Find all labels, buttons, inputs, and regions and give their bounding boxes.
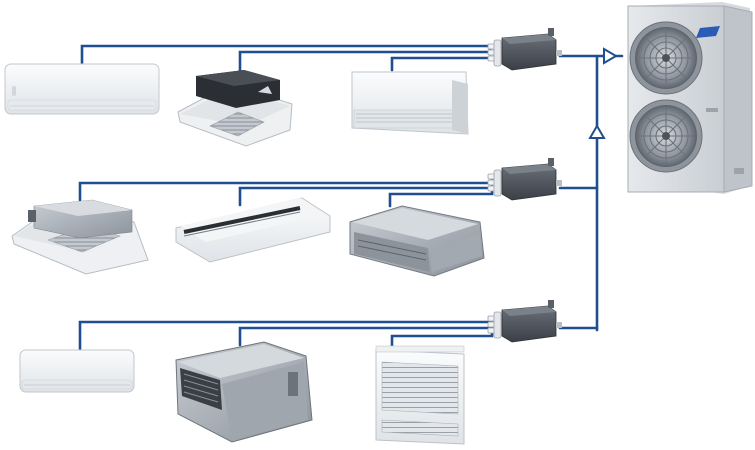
indoor-unit-ducted-slim	[349, 205, 485, 277]
pipe-row1-unit1	[80, 44, 492, 65]
indoor-unit-ducted-concealed	[175, 341, 313, 443]
flow-arrows	[588, 47, 618, 139]
indoor-unit-ceiling-suspended	[351, 71, 469, 135]
fan-icon	[629, 99, 703, 173]
pipe-row2-unit1	[78, 178, 494, 202]
branch-box-2	[487, 158, 562, 201]
branch-box-1	[487, 28, 562, 71]
pipe-row3-unit3	[390, 330, 494, 350]
indoor-unit-wall-mounted	[19, 349, 135, 393]
arrow-right-icon	[603, 47, 618, 65]
pipe-row2-unit2	[238, 184, 494, 207]
branch-box-3	[487, 300, 562, 343]
fan-icon	[629, 21, 703, 95]
indoor-unit-ceiling-cassette	[11, 199, 149, 275]
pipe-row1-unit3	[390, 56, 492, 72]
arrow-up-icon	[588, 124, 606, 139]
outdoor-unit-side	[723, 5, 753, 193]
refrigerant-piping	[78, 44, 624, 352]
pipe-row3-unit1	[78, 316, 494, 352]
brand-mark-icon	[696, 26, 720, 38]
indoor-unit-wall-mounted	[4, 63, 160, 115]
indoor-unit-ceiling-cassette-dark	[177, 70, 293, 147]
indoor-unit-floor-standing	[375, 345, 465, 445]
pipe-row2-unit3	[388, 190, 494, 208]
outdoor-unit	[627, 2, 753, 194]
indoor-unit-ceiling-suspended-wide	[175, 197, 331, 263]
pipe-fittings	[487, 39, 502, 67]
